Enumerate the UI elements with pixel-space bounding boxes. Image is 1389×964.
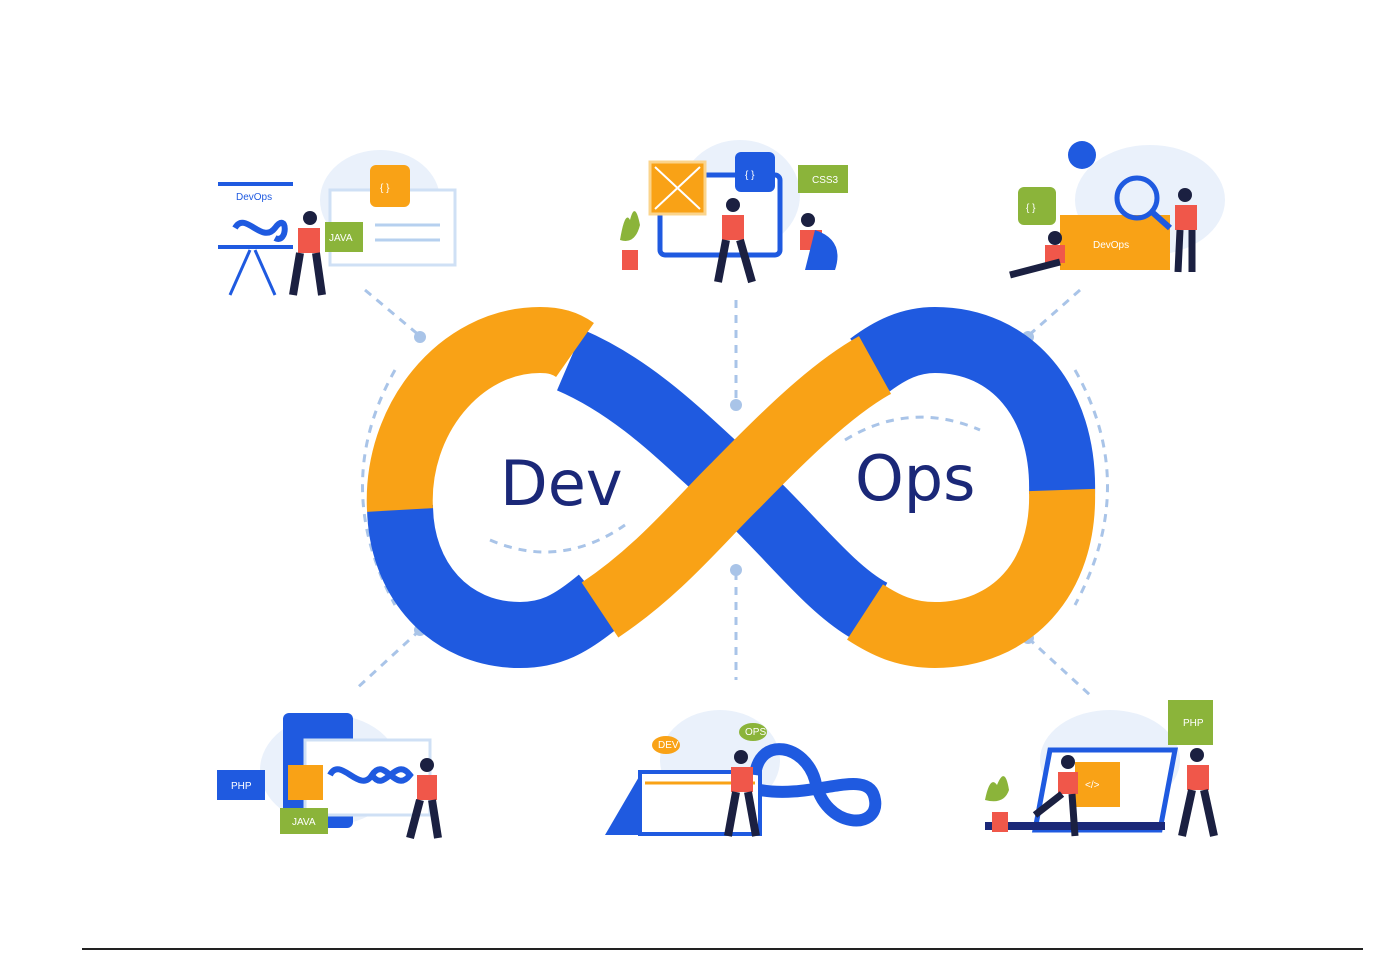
code-badge: { } — [380, 183, 390, 194]
scene-top-left: { } DevOps JAVA — [218, 150, 457, 296]
screen-code: </> — [1085, 780, 1100, 791]
code-badge: { } — [745, 170, 755, 181]
css3-tag: CSS3 — [812, 175, 839, 186]
java-tag: JAVA — [292, 817, 316, 828]
loop-cross-orange — [581, 336, 892, 638]
php-tag: PHP — [231, 781, 252, 792]
code-badge: { } — [1026, 203, 1036, 214]
scene-top-center: { } CSS3 — [620, 140, 848, 284]
dev-label: Dev — [500, 447, 623, 520]
scene-top-right: DevOps { } — [1009, 141, 1225, 279]
scene-bottom-right: </> PHP — [985, 700, 1218, 837]
ops-label: Ops — [855, 442, 975, 515]
loop-right-bottom-orange — [847, 488, 1096, 669]
php-puzzle-tag: PHP — [1183, 718, 1204, 729]
folder-label: DevOps — [1093, 240, 1129, 251]
ops-bubble: OPS — [745, 727, 766, 738]
board-title: DevOps — [236, 192, 272, 203]
loop-right-top-blue — [850, 306, 1096, 497]
infinity-loop — [366, 306, 1096, 669]
dashed-connectors — [353, 288, 1109, 697]
dev-bubble: DEV — [658, 740, 679, 751]
java-tag: JAVA — [329, 233, 353, 244]
scene-bottom-center: DEV OPS — [605, 710, 882, 837]
loop-left-bottom-blue — [367, 503, 622, 669]
scene-bottom-left: PHP JAVA — [217, 713, 442, 840]
loop-left-top-orange — [366, 306, 594, 512]
